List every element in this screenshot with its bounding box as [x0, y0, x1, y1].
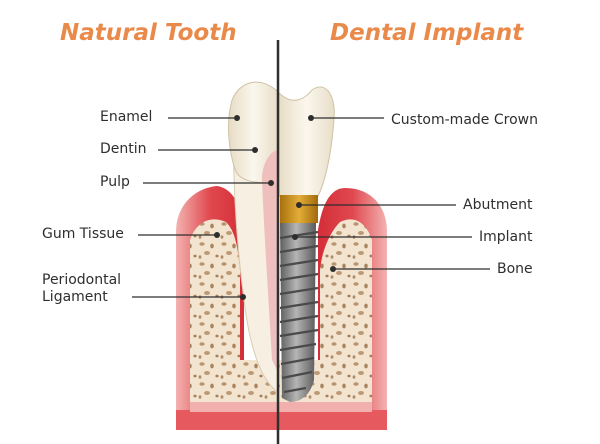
enamel [228, 81, 279, 184]
label-ligament: Ligament [42, 289, 108, 305]
pulp [262, 150, 278, 372]
label-enamel: Enamel [100, 109, 153, 125]
label-custom-made-crown: Custom-made Crown [391, 112, 538, 128]
abutment [280, 195, 318, 223]
custom-made-crown [277, 86, 335, 197]
label-periodontal: Periodontal [42, 272, 122, 288]
bone-right [320, 219, 372, 420]
label-bone: Bone [497, 261, 533, 277]
bone [190, 219, 240, 420]
label-gum-tissue: Gum Tissue [42, 226, 124, 242]
label-implant: Implant [479, 229, 533, 245]
heading-natural-tooth: Natural Tooth [60, 20, 237, 46]
label-dentin: Dentin [100, 141, 147, 157]
label-abutment: Abutment [463, 197, 533, 213]
heading-dental-implant: Dental Implant [330, 20, 524, 46]
implant [279, 223, 319, 402]
label-pulp: Pulp [100, 174, 130, 190]
